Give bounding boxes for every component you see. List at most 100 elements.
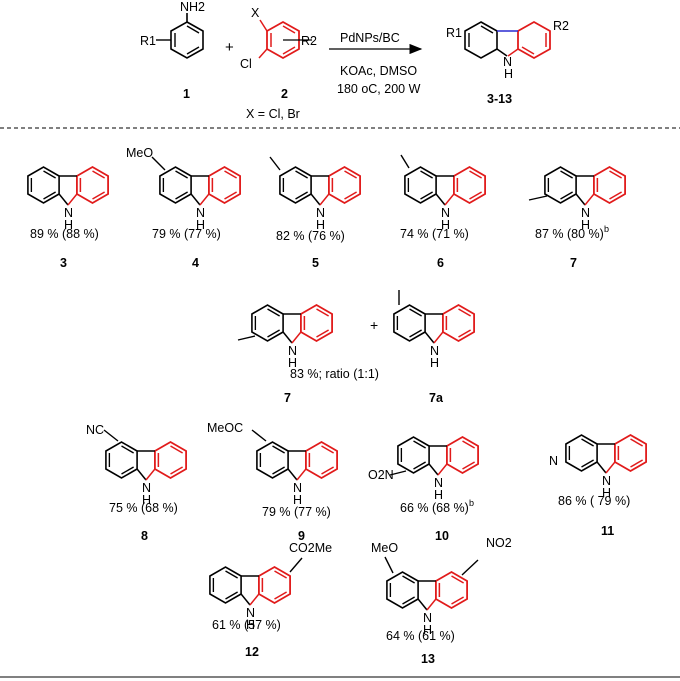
compound-7-nh-h: H [581,218,590,232]
compound-12-left-ring [209,566,242,604]
compound-4-left-ring-double-bond [175,191,188,200]
compound-3-right-ring-double-bond [92,170,106,179]
compound-7-right-ring-double-bond [609,191,623,200]
compound-9-left-ring [256,441,289,479]
compound-7-mixture-nh-h: H [288,356,297,370]
compound-11-left-ring-double-bond [581,459,594,468]
compound-5-n-bond-right [319,193,330,206]
compound-4-nh-h: H [196,218,205,232]
compound-9-left-ring-double-bond [272,445,285,454]
condition-base-solvent: KOAc, DMSO [340,64,417,78]
reactant-2-structure: X Cl R2 2 X = Cl, Br [240,6,317,121]
compound-id-11: 11 [601,524,614,538]
compound-3-nh-h: H [64,218,73,232]
compound-11-right-ring [614,433,647,473]
compound-9-substituent-bond [251,429,267,442]
compound-7-right-ring-double-bond [609,170,623,179]
compound-11-right-ring-double-bond [630,459,644,468]
compound-13-no2-bond [461,559,479,576]
compound-3-nh-n: N [64,206,73,220]
compound-4-substituent-bond [151,156,166,171]
product-r1-label: R1 [446,26,462,40]
compound-10-left-ring [397,436,430,474]
compound-6-left-ring-double-bond [420,170,433,179]
product-id: 3-13 [487,92,512,106]
reactant-1-amino-label: NH2 [180,0,205,14]
compound-12-nh-n: N [246,606,255,620]
compound-3-right-ring-double-bond [92,191,106,200]
compound-7a-left-ring-double-bond [409,308,422,317]
compound-4-n-bond-left [190,193,201,206]
compound-11-right-ring-double-bond [630,438,644,447]
compound-5-left-ring-double-bond [295,191,308,200]
compound-7a-right-ring-double-bond [458,308,472,317]
mixture-yield: 83 %; ratio (1:1) [290,367,379,381]
compound-6-right-ring-double-bond [469,170,483,179]
compound-id-7: 7 [570,256,577,270]
compound-id-6: 6 [437,256,444,270]
compound-7-nh-n: N [581,206,590,220]
yield-10-footnote: b [469,498,474,508]
product-r2-label: R2 [553,19,569,33]
compound-6-methyl [400,154,410,169]
compound-3-left-ring-double-bond [43,170,56,179]
reactant-2-x-label: X [251,6,260,20]
compound-12-left-ring-double-bond [225,591,238,600]
compound-id-3: 3 [60,256,67,270]
compound-7-mixture-n-bond-right [291,331,302,344]
compound-7-methyl [528,195,548,201]
compound-5-left-ring-double-bond [295,170,308,179]
compound-5-right-ring-double-bond [344,170,358,179]
compound-8-left-ring-double-bond [121,466,134,475]
compound-6-n-bond-left [435,193,446,206]
compound-5-right-ring [328,165,361,205]
product-n-label: N [503,55,512,69]
compound-10-right-ring-double-bond [462,440,476,449]
compound-13-n-bond-right [426,598,437,611]
yield-7-footnote: b [604,224,609,234]
yield-8: 75 % (68 %) [109,501,178,515]
pyridine-n-11: N [549,454,558,468]
compound-7-mixture-methyl [237,335,256,341]
compound-6-nh-n: N [441,206,450,220]
compound-7a-nh-n: N [430,344,439,358]
yield-12: 61 % (57 %) [212,618,281,632]
compound-13-right-ring [435,570,468,610]
compound-12-n-bond-left [240,593,251,606]
compound-11-nh-n: N [602,474,611,488]
reactant-1-substituent-label: R1 [140,34,156,48]
compound-7-mixture-right-ring-double-bond [316,308,330,317]
substituent-meoc-9: MeOC [207,421,243,435]
compound-10-right-ring [446,435,479,475]
compound-8-left-ring [105,441,138,479]
compound-13-left-ring [386,571,419,609]
compound-8-right-ring-double-bond [170,445,184,454]
reaction-scheme: NH2 R1 1 + X Cl R2 2 X = Cl, Br PdNPs/BC… [140,0,569,121]
compound-7a-left-ring [393,304,426,342]
yield-10: 66 % (68 %) [400,501,469,515]
halogen-note: X = Cl, Br [246,107,300,121]
compound-13-left-ring-double-bond [402,596,415,605]
compound-8-left-ring-double-bond [121,445,134,454]
compound-13-right-ring-double-bond [451,575,465,584]
plus-sign: + [225,39,234,56]
compound-6-right-ring-double-bond [469,191,483,200]
substituent-nc-8: NC [86,423,104,437]
compound-7a-n-bond-left [424,331,435,344]
compound-12-substituent-bond [289,557,303,573]
compound-5-methyl [269,156,281,171]
substituent-co2me-12: CO2Me [289,541,332,555]
compound-5-nh-h: H [316,218,325,232]
compound-id-13: 13 [421,652,435,666]
compound-9-left-ring-double-bond [272,466,285,475]
compound-9-right-ring [305,440,338,480]
compound-3-left-ring [27,166,60,204]
reactant-2-id: 2 [281,87,288,101]
substituent-no2-13: NO2 [486,536,512,550]
compound-10-left-ring-double-bond [413,461,426,470]
compound-12-right-ring-double-bond [274,591,288,600]
compound-4-left-ring-double-bond [175,170,188,179]
compound-8-nh-h: H [142,493,151,507]
compound-id-9: 9 [298,529,305,543]
